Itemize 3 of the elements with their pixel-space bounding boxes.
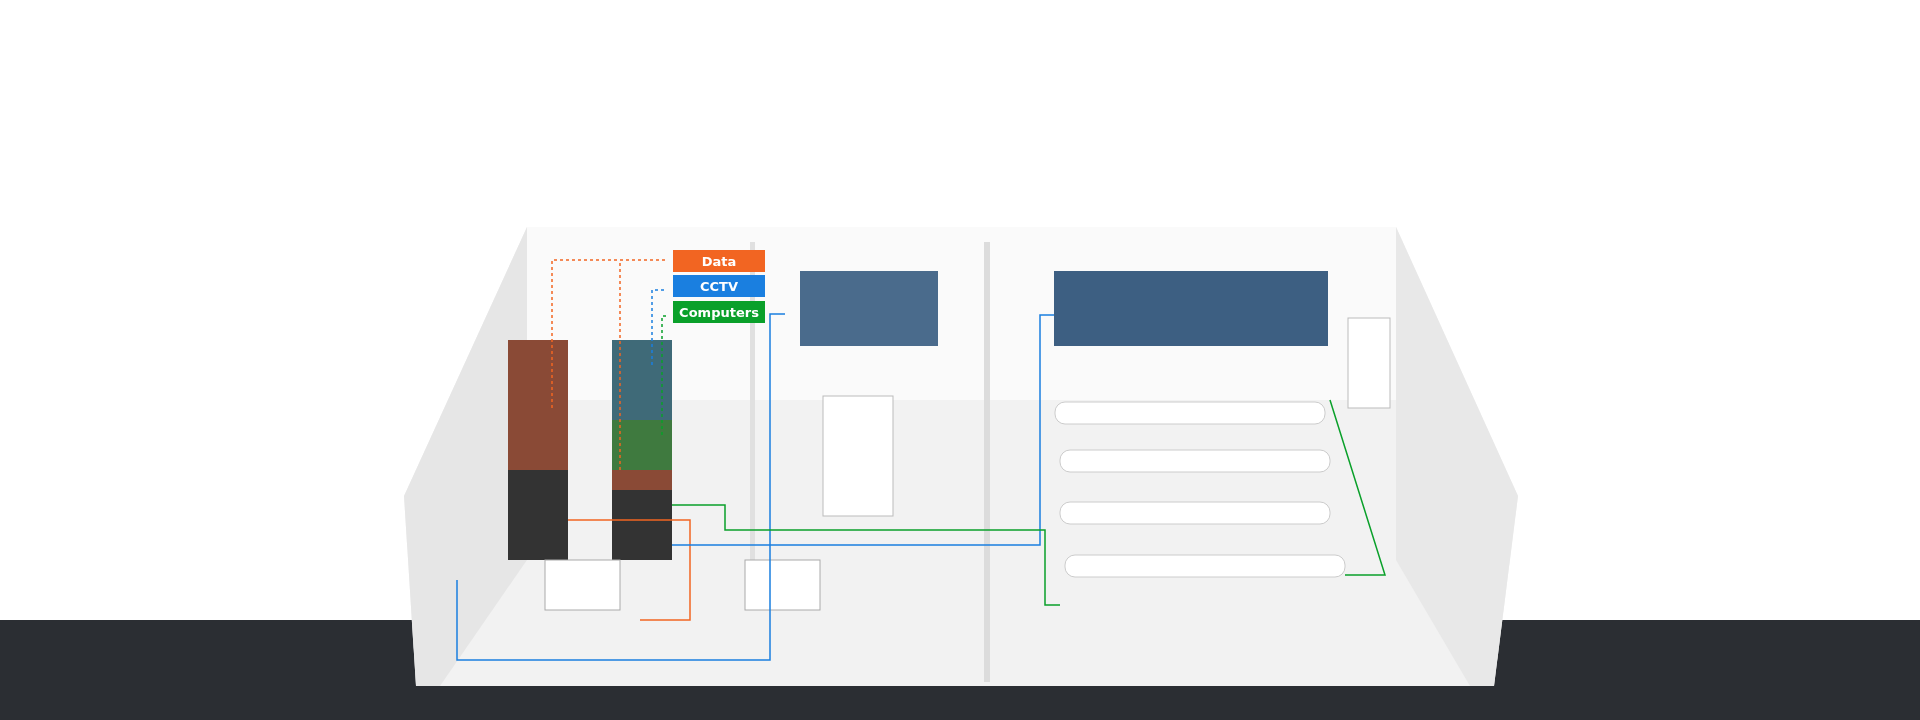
legend-label: Data bbox=[701, 253, 737, 269]
legend-label: CCTV bbox=[700, 278, 738, 294]
legend-label: Computers bbox=[679, 304, 759, 320]
